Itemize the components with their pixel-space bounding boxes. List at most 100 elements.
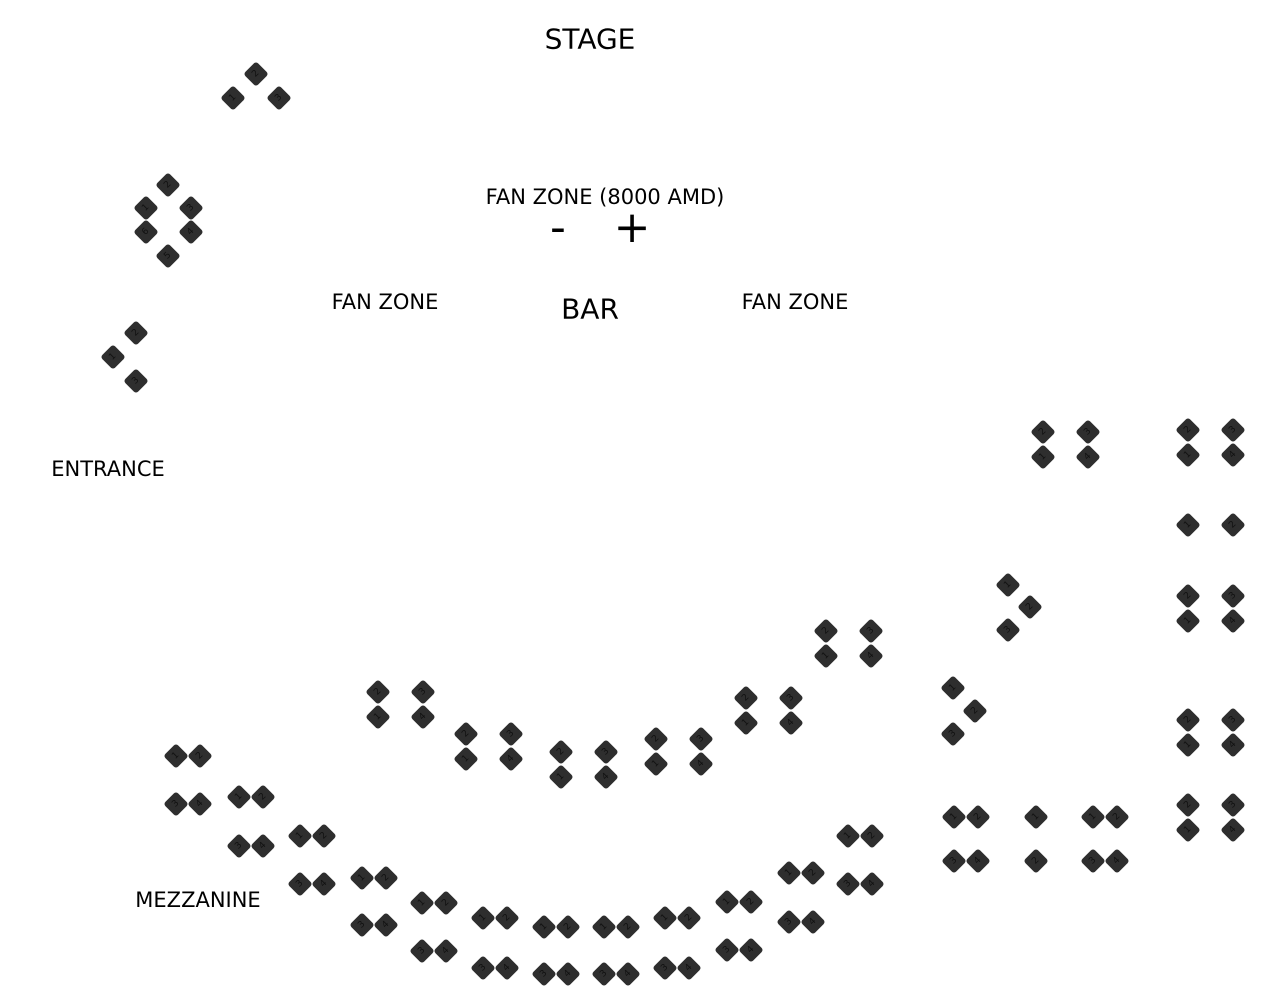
seat[interactable]: 3 bbox=[652, 955, 678, 981]
decrease-quantity-button[interactable]: - bbox=[550, 202, 566, 253]
seat[interactable]: 1 bbox=[1030, 444, 1056, 470]
seat[interactable]: 3 bbox=[835, 871, 861, 897]
seat[interactable]: 1 bbox=[100, 344, 126, 370]
seat[interactable]: 2 bbox=[453, 721, 479, 747]
seat[interactable]: 4 bbox=[1104, 848, 1130, 874]
seat[interactable]: 2 bbox=[548, 739, 574, 765]
seat[interactable]: 2 bbox=[1175, 792, 1201, 818]
seat[interactable]: 4 bbox=[1220, 817, 1246, 843]
seat[interactable]: 1 bbox=[226, 784, 252, 810]
seat[interactable]: 2 bbox=[859, 823, 885, 849]
seat[interactable]: 1 bbox=[365, 704, 391, 730]
seat[interactable]: 2 bbox=[365, 679, 391, 705]
seat[interactable]: 1 bbox=[652, 905, 678, 931]
seat[interactable]: 1 bbox=[714, 889, 740, 915]
seat[interactable]: 2 bbox=[962, 698, 988, 724]
seat[interactable]: 3 bbox=[591, 961, 617, 987]
seat[interactable]: 4 bbox=[187, 791, 213, 817]
seat[interactable]: 3 bbox=[498, 721, 524, 747]
seat[interactable]: 1 bbox=[995, 572, 1021, 598]
seat[interactable]: 3 bbox=[1220, 707, 1246, 733]
seat[interactable]: 1 bbox=[1175, 732, 1201, 758]
seat[interactable]: 1 bbox=[940, 675, 966, 701]
seat[interactable]: 3 bbox=[178, 195, 204, 221]
seat[interactable]: 4 bbox=[593, 764, 619, 790]
seat[interactable]: 4 bbox=[1220, 608, 1246, 634]
seat[interactable]: 1 bbox=[643, 751, 669, 777]
seat[interactable]: 2 bbox=[1175, 583, 1201, 609]
seat[interactable]: 1 bbox=[470, 905, 496, 931]
seat[interactable]: 1 bbox=[835, 823, 861, 849]
seat[interactable]: 2 bbox=[1175, 707, 1201, 733]
seat[interactable]: 4 bbox=[965, 848, 991, 874]
seat[interactable]: 4 bbox=[858, 643, 884, 669]
seat[interactable]: 4 bbox=[555, 961, 581, 987]
seat[interactable]: 3 bbox=[163, 791, 189, 817]
seat[interactable]: 1 bbox=[287, 823, 313, 849]
seat[interactable]: 2 bbox=[250, 784, 276, 810]
seat[interactable]: 4 bbox=[738, 937, 764, 963]
seat[interactable]: 4 bbox=[433, 938, 459, 964]
seat[interactable]: 2 bbox=[1030, 419, 1056, 445]
seat[interactable]: 2 bbox=[1175, 417, 1201, 443]
seat[interactable]: 2 bbox=[555, 914, 581, 940]
seat[interactable]: 1 bbox=[163, 743, 189, 769]
seat[interactable]: 2 bbox=[676, 905, 702, 931]
seat[interactable]: 2 bbox=[1017, 594, 1043, 620]
seat[interactable]: 6 bbox=[133, 219, 159, 245]
seat[interactable]: 3 bbox=[776, 909, 802, 935]
seat[interactable]: 1 bbox=[1175, 512, 1201, 538]
seat[interactable]: 3 bbox=[1220, 417, 1246, 443]
seat[interactable]: 2 bbox=[1023, 848, 1049, 874]
seat[interactable]: 3 bbox=[858, 618, 884, 644]
seat[interactable]: 1 bbox=[1080, 804, 1106, 830]
seat[interactable]: 3 bbox=[1075, 419, 1101, 445]
seat[interactable]: 3 bbox=[1220, 792, 1246, 818]
seat[interactable]: 4 bbox=[178, 219, 204, 245]
seat[interactable]: 1 bbox=[591, 914, 617, 940]
seat[interactable]: 3 bbox=[409, 938, 435, 964]
seat[interactable]: 4 bbox=[778, 710, 804, 736]
seat[interactable]: 2 bbox=[155, 172, 181, 198]
seat[interactable]: 2 bbox=[643, 726, 669, 752]
seat[interactable]: 1 bbox=[220, 85, 246, 111]
seat[interactable]: 4 bbox=[1075, 444, 1101, 470]
seat[interactable]: 2 bbox=[311, 823, 337, 849]
seat[interactable]: 4 bbox=[800, 909, 826, 935]
seat[interactable]: 4 bbox=[1220, 442, 1246, 468]
seat[interactable]: 2 bbox=[187, 743, 213, 769]
seat[interactable]: 4 bbox=[676, 955, 702, 981]
seat[interactable]: 2 bbox=[373, 865, 399, 891]
seat[interactable]: 3 bbox=[349, 912, 375, 938]
seat[interactable]: 1 bbox=[548, 764, 574, 790]
seat[interactable]: 1 bbox=[349, 865, 375, 891]
seat[interactable]: 1 bbox=[133, 195, 159, 221]
seat[interactable]: 3 bbox=[1220, 583, 1246, 609]
seat[interactable]: 4 bbox=[250, 833, 276, 859]
seat[interactable]: 1 bbox=[531, 914, 557, 940]
seat[interactable]: 4 bbox=[494, 955, 520, 981]
seat[interactable]: 1 bbox=[941, 804, 967, 830]
seat[interactable]: 2 bbox=[615, 914, 641, 940]
seat[interactable]: 2 bbox=[123, 320, 149, 346]
seat[interactable]: 1 bbox=[1175, 817, 1201, 843]
seat[interactable]: 4 bbox=[410, 704, 436, 730]
seat[interactable]: 4 bbox=[373, 912, 399, 938]
seat[interactable]: 4 bbox=[311, 871, 337, 897]
seat[interactable]: 3 bbox=[470, 955, 496, 981]
seat[interactable]: 1 bbox=[453, 746, 479, 772]
seat[interactable]: 2 bbox=[433, 890, 459, 916]
seat[interactable]: 3 bbox=[941, 848, 967, 874]
seat[interactable]: 3 bbox=[714, 937, 740, 963]
seat[interactable]: 4 bbox=[1220, 732, 1246, 758]
seat[interactable]: 1 bbox=[733, 710, 759, 736]
seat[interactable]: 2 bbox=[1220, 512, 1246, 538]
seat[interactable]: 3 bbox=[995, 617, 1021, 643]
seat[interactable]: 2 bbox=[1104, 804, 1130, 830]
seat[interactable]: 3 bbox=[593, 739, 619, 765]
seat[interactable]: 1 bbox=[1175, 608, 1201, 634]
seat[interactable]: 3 bbox=[1080, 848, 1106, 874]
seat[interactable]: 5 bbox=[155, 243, 181, 269]
seat[interactable]: 3 bbox=[410, 679, 436, 705]
seat[interactable]: 1 bbox=[1023, 804, 1049, 830]
